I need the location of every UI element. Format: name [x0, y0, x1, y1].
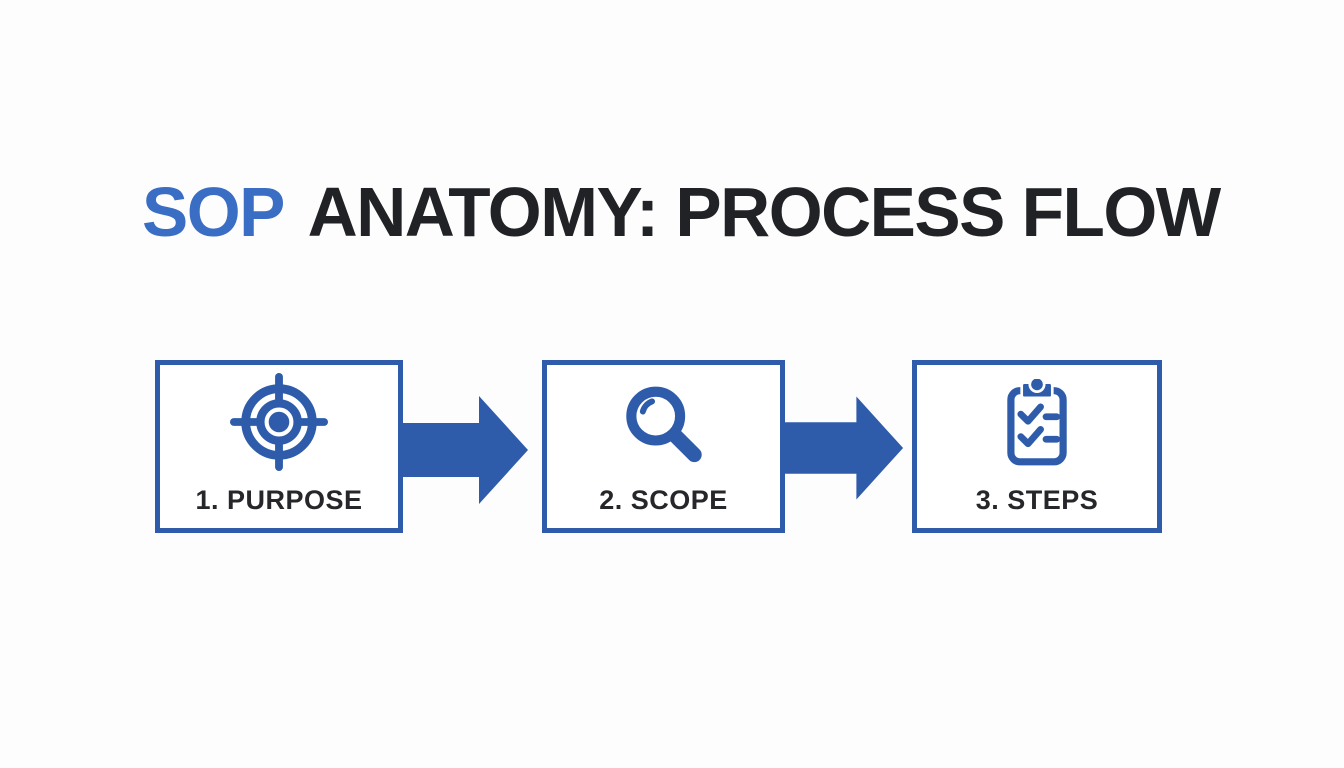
step-label-purpose: 1. PURPOSE [195, 485, 363, 515]
clipboard-checklist-icon [1001, 375, 1073, 474]
arrow-right-icon [783, 394, 905, 507]
step-box-purpose: 1. PURPOSE [155, 360, 403, 533]
target-icon [230, 373, 328, 476]
page-title: SOP ANATOMY: PROCESS FLOW [142, 172, 1222, 252]
step-label-scope: 2. SCOPE [599, 485, 728, 515]
arrow-right-icon [402, 394, 530, 511]
magnifying-glass-icon [618, 383, 710, 480]
title-main: ANATOMY: PROCESS FLOW [307, 173, 1222, 251]
step-box-scope: 2. SCOPE [542, 360, 785, 533]
step-label-steps: 3. STEPS [975, 485, 1099, 515]
step-box-steps: 3. STEPS [912, 360, 1162, 533]
title-highlight: SOP [142, 173, 285, 251]
